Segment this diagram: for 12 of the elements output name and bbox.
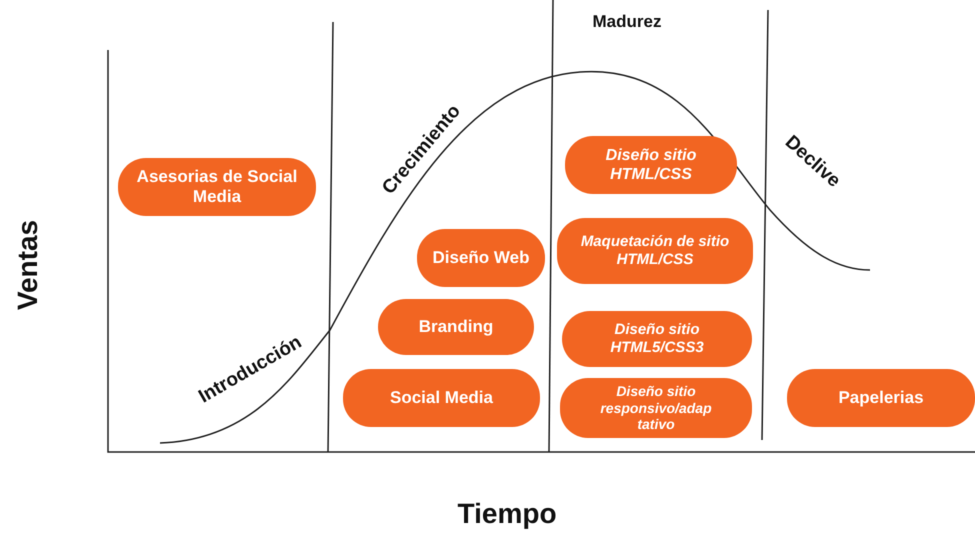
service-pill: Maquetación de sitio HTML/CSS xyxy=(557,218,753,284)
service-pill: Diseño sitio HTML/CSS xyxy=(565,136,737,194)
axis-title: Tiempo xyxy=(458,498,557,530)
service-pill: Asesorias de Social Media xyxy=(118,158,316,216)
axis-title: Ventas xyxy=(12,220,44,310)
service-pill: Diseño Web xyxy=(417,229,545,287)
service-pill: Diseño sitio HTML5/CSS3 xyxy=(562,311,752,367)
stage-label: Madurez xyxy=(592,12,662,32)
service-pill: Diseño sitio responsivo/adap tativo xyxy=(560,378,752,438)
service-pill: Papelerias xyxy=(787,369,975,427)
service-pill: Social Media xyxy=(343,369,540,427)
service-pill: Branding xyxy=(378,299,534,355)
